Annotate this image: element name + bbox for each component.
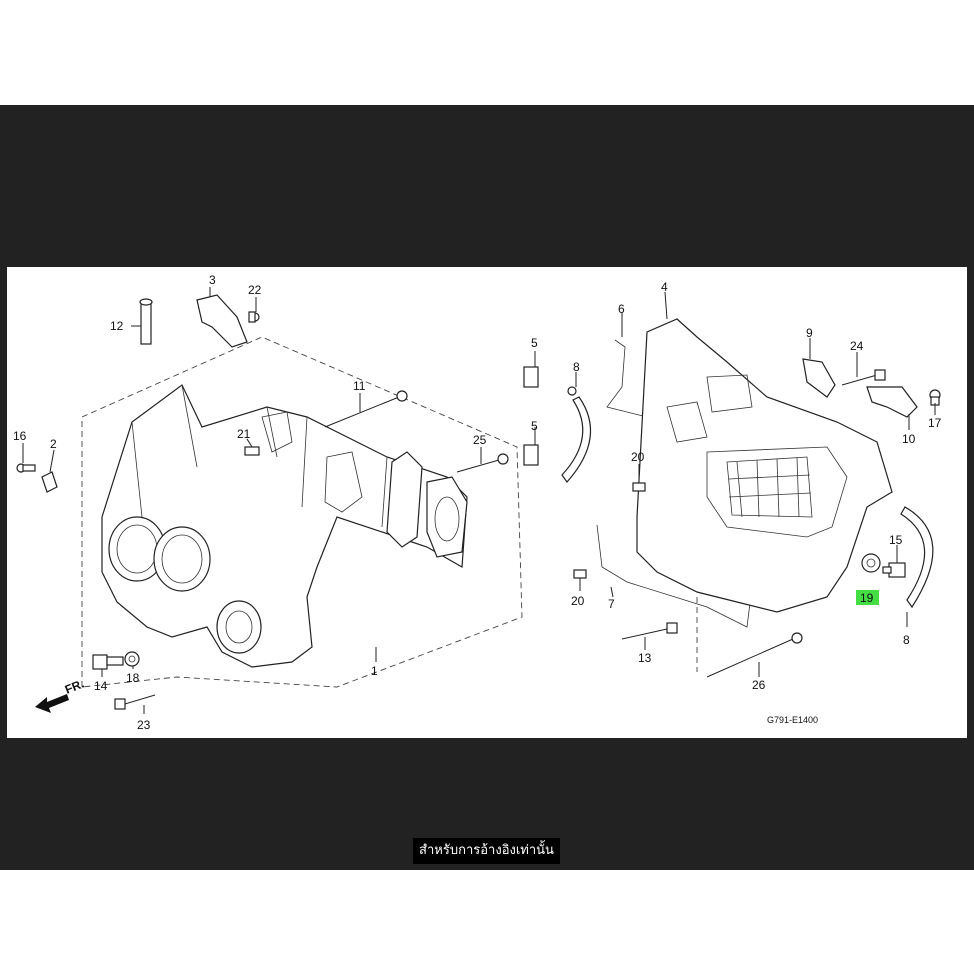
callout-16: 16: [13, 429, 27, 443]
front-arrow: [35, 694, 69, 713]
exploded-parts-diagram: FR. 3 22 12 11 25 21 16 2 1 14 18 23 5 5: [13, 273, 942, 732]
callout-10: 10: [902, 432, 916, 446]
part-11-bolt: [324, 390, 408, 428]
callout-8-left: 8: [573, 360, 580, 374]
part-23-bolt: [114, 694, 156, 710]
part-2-plate: [41, 471, 58, 493]
lower-crankcase: [636, 318, 893, 613]
callout-20-upper: 20: [631, 450, 645, 464]
part-9-bracket: [802, 358, 836, 398]
part-20-upper-dowel: [632, 482, 646, 492]
callout-25: 25: [473, 433, 487, 447]
part-5-lower-block: [523, 444, 539, 466]
callout-2: 2: [50, 437, 57, 451]
callout-4: 4: [661, 280, 668, 294]
upper-crankcase: [101, 384, 468, 668]
part-8-right-thrust-washer: [900, 506, 934, 609]
part-18-washer: [124, 651, 140, 667]
callout-9: 9: [806, 326, 813, 340]
callout-21: 21: [237, 427, 251, 441]
reference-only-caption: สำหรับการอ้างอิงเท่านั้น: [413, 838, 560, 864]
part-3-bracket: [196, 294, 248, 348]
callout-19-highlight: [856, 590, 879, 605]
part-15-drain-bolt: [882, 562, 906, 578]
left-assembly-outline: [81, 336, 523, 688]
part-10-bracket: [866, 386, 918, 418]
parts-diagram-panel: FR. 3 22 12 11 25 21 16 2 1 14 18 23 5 5: [7, 267, 967, 738]
diagram-code: G791-E1400: [767, 715, 818, 725]
part-20-lower-dowel: [573, 569, 587, 579]
callout-22: 22: [248, 283, 262, 297]
part-5-upper-block: [523, 366, 539, 388]
callout-23: 23: [137, 718, 151, 732]
callout-7: 7: [608, 597, 615, 611]
callout-26: 26: [752, 678, 766, 692]
callout-12: 12: [110, 319, 124, 333]
part-21-dowel: [244, 446, 260, 456]
part-26-bolt: [706, 632, 803, 678]
front-marker-label: FR.: [63, 677, 86, 697]
part-17-bolt: [929, 389, 941, 406]
part-14-bolt: [92, 654, 124, 670]
callout-6: 6: [618, 302, 625, 316]
callout-15: 15: [889, 533, 903, 547]
part-25-bolt: [456, 453, 509, 473]
callout-1: 1: [371, 664, 378, 678]
callout-3: 3: [209, 273, 216, 287]
part-7-gasket: [596, 524, 753, 628]
callout-5-lower: 5: [531, 419, 538, 433]
part-22-bolt: [248, 311, 260, 323]
callout-8-right: 8: [903, 633, 910, 647]
part-8-left-thrust-washer: [561, 396, 592, 483]
part-19-washer: [861, 553, 881, 573]
callout-19: 19: [860, 591, 874, 605]
callout-13: 13: [638, 651, 652, 665]
callout-11: 11: [353, 379, 366, 393]
callout-18: 18: [126, 671, 140, 685]
callout-17: 17: [928, 416, 942, 430]
part-24-bolt: [841, 369, 886, 386]
callout-24: 24: [850, 339, 864, 353]
part-12-stud: [139, 298, 153, 345]
callout-5-upper: 5: [531, 336, 538, 350]
callout-14: 14: [94, 679, 108, 693]
callout-20-lower: 20: [571, 594, 585, 608]
part-16-bolt: [16, 463, 36, 473]
part-13-bolt: [621, 622, 678, 640]
